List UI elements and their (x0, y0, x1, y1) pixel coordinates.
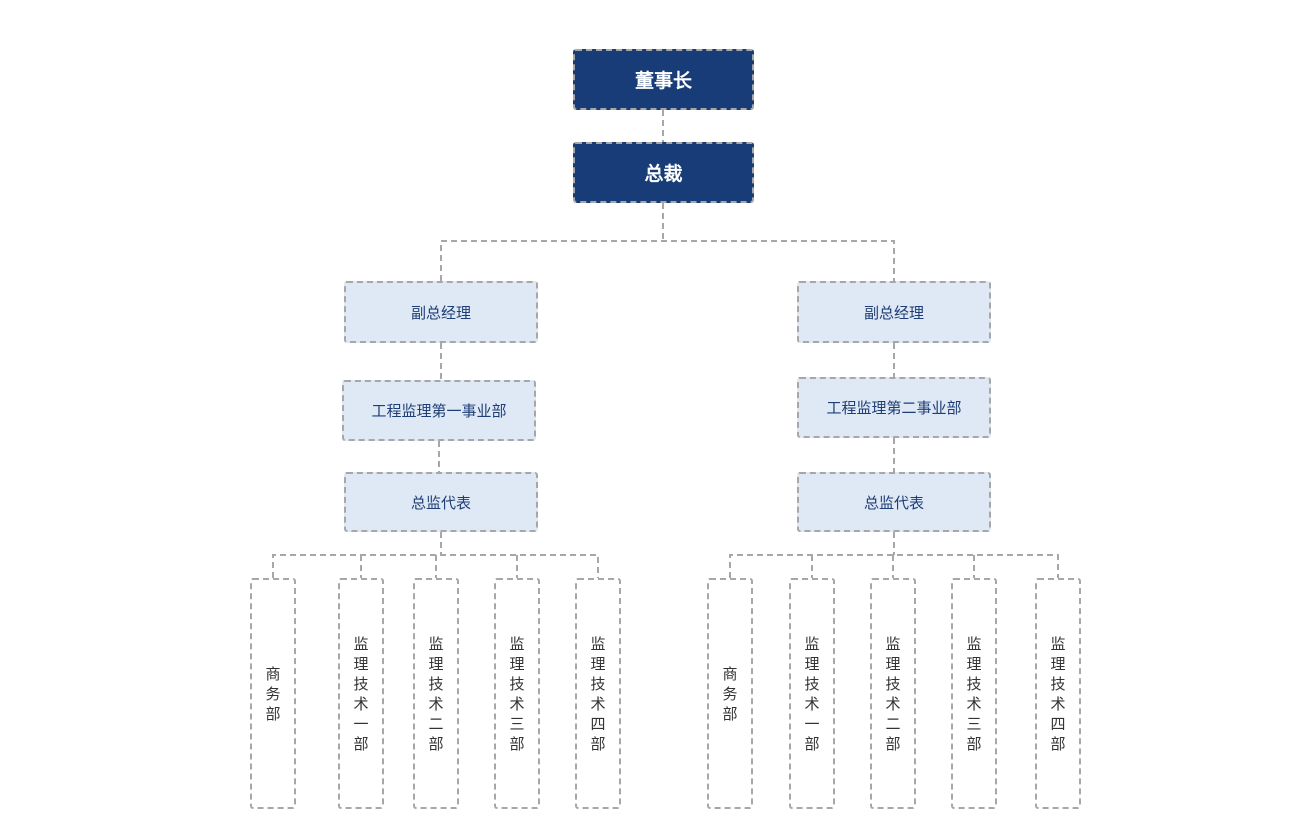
department-label-char: 三 (966, 714, 982, 733)
department-label-char: 商 (722, 664, 738, 683)
department-label-char: 部 (885, 734, 901, 753)
right-division-node: 工程监理第二事业部 (797, 377, 991, 438)
department-label-char: 部 (1050, 734, 1066, 753)
department-label-char: 三 (509, 714, 525, 733)
department-label-char: 一 (804, 714, 820, 733)
department-label-char: 技 (804, 674, 820, 693)
department-label-char: 部 (428, 734, 444, 753)
department-label-char: 监 (885, 634, 901, 653)
department-label-char: 监 (509, 634, 525, 653)
left-dept-business: 商务部 (250, 578, 296, 809)
department-label-char: 监 (1050, 634, 1066, 653)
department-label-char: 理 (590, 654, 606, 673)
department-label-char: 理 (966, 654, 982, 673)
right-dept-tech-1: 监理技术一部 (789, 578, 835, 809)
department-label-char: 四 (1050, 714, 1066, 733)
left-dept-tech-2: 监理技术二部 (413, 578, 459, 809)
department-label-char: 理 (509, 654, 525, 673)
link-right-dept-bus (729, 554, 1059, 578)
department-label-char: 二 (885, 714, 901, 733)
department-label-char: 务 (265, 684, 281, 703)
department-label-char: 术 (804, 694, 820, 713)
department-label-char: 监 (804, 634, 820, 653)
department-label-char: 部 (966, 734, 982, 753)
department-label-char: 一 (353, 714, 369, 733)
department-label-char: 技 (353, 674, 369, 693)
department-label-char: 技 (966, 674, 982, 693)
department-label-char: 部 (509, 734, 525, 753)
department-label-char: 监 (590, 634, 606, 653)
left-representative-node: 总监代表 (344, 472, 538, 532)
left-representative-label: 总监代表 (410, 493, 471, 512)
left-division-label: 工程监理第一事业部 (371, 402, 507, 420)
department-label-char: 术 (885, 694, 901, 713)
president-label: 总裁 (644, 163, 683, 185)
department-label-char: 四 (590, 714, 606, 733)
right-vp-label: 副总经理 (863, 303, 924, 322)
department-label-char: 术 (509, 694, 525, 713)
department-label-char: 监 (353, 634, 369, 653)
right-dept-tech-4: 监理技术四部 (1035, 578, 1081, 809)
right-representative-label: 总监代表 (863, 493, 924, 512)
department-label-char: 术 (966, 694, 982, 713)
left-division-node: 工程监理第一事业部 (342, 380, 536, 441)
left-dept-tech-4: 监理技术四部 (575, 578, 621, 809)
department-label-char: 商 (265, 664, 281, 683)
department-label-char: 二 (428, 714, 444, 733)
department-label-char: 术 (353, 694, 369, 713)
department-label-char: 理 (804, 654, 820, 673)
right-vp-node: 副总经理 (797, 281, 991, 343)
department-label-char: 理 (1050, 654, 1066, 673)
department-label-char: 技 (590, 674, 606, 693)
link-vp-bus (440, 240, 895, 281)
left-vp-node: 副总经理 (344, 281, 538, 343)
chairman-label: 董事长 (634, 70, 692, 92)
department-label-char: 务 (722, 684, 738, 703)
department-label-char: 技 (428, 674, 444, 693)
right-division-label: 工程监理第二事业部 (826, 399, 962, 417)
right-dept-tech-3: 监理技术三部 (951, 578, 997, 809)
department-label-char: 部 (265, 704, 281, 723)
department-label-char: 术 (1050, 694, 1066, 713)
chairman-node: 董事长 (573, 49, 754, 110)
department-label-char: 术 (428, 694, 444, 713)
right-dept-tech-2: 监理技术二部 (870, 578, 916, 809)
department-label-char: 术 (590, 694, 606, 713)
department-label-char: 理 (428, 654, 444, 673)
president-node: 总裁 (573, 142, 754, 203)
department-label-char: 监 (428, 634, 444, 653)
left-dept-tech-1: 监理技术一部 (338, 578, 384, 809)
department-label-char: 部 (804, 734, 820, 753)
department-label-char: 技 (1050, 674, 1066, 693)
department-label-char: 监 (966, 634, 982, 653)
left-dept-tech-3: 监理技术三部 (494, 578, 540, 809)
right-representative-node: 总监代表 (797, 472, 991, 532)
department-label-char: 技 (509, 674, 525, 693)
right-dept-business: 商务部 (707, 578, 753, 809)
department-label-char: 理 (885, 654, 901, 673)
department-label-char: 技 (885, 674, 901, 693)
left-vp-label: 副总经理 (410, 303, 471, 322)
department-label-char: 部 (590, 734, 606, 753)
department-label-char: 部 (353, 734, 369, 753)
department-label-char: 理 (353, 654, 369, 673)
department-label-char: 部 (722, 704, 738, 723)
